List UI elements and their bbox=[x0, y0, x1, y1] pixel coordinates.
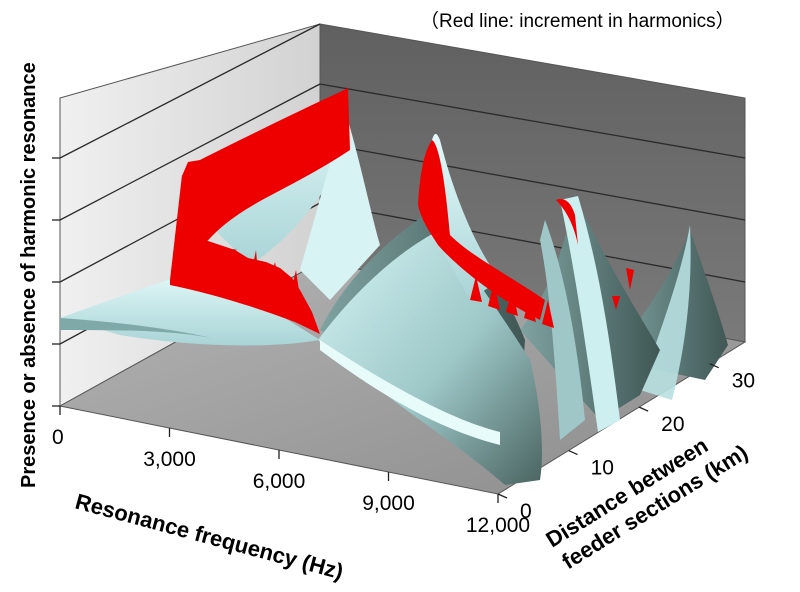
increment-region-1-base bbox=[170, 175, 320, 334]
legend-annotation: （Red line: increment in harmonics） bbox=[420, 10, 735, 32]
x-tick-label: 0 bbox=[52, 426, 64, 449]
gridline-left-3 bbox=[59, 83, 321, 221]
y-tick-mark bbox=[638, 406, 649, 412]
y-axis-ticks: 0 10 20 30 bbox=[497, 363, 755, 523]
increment-regions bbox=[170, 88, 634, 334]
z-axis bbox=[52, 157, 60, 407]
increment-region-1-curtain bbox=[182, 88, 350, 265]
x-tick-label: 3,000 bbox=[143, 448, 196, 471]
gridline-left-4 bbox=[59, 23, 321, 159]
y-tick-label: 0 bbox=[520, 500, 532, 523]
x-tick-label: 6,000 bbox=[253, 470, 306, 493]
surface-left-fold bbox=[60, 318, 220, 340]
y-tick-label: 30 bbox=[732, 370, 755, 393]
gridline-back-3 bbox=[319, 83, 746, 159]
z-axis-title: Presence or absence of harmonic resonanc… bbox=[18, 62, 40, 488]
y-tick-label: 10 bbox=[591, 457, 614, 480]
surface-ridge-3-left bbox=[540, 220, 585, 440]
x-tick-label: 9,000 bbox=[362, 492, 415, 515]
increment-region-2-curtain bbox=[418, 140, 545, 320]
surface-front-edge bbox=[320, 340, 500, 445]
gridline-back-2 bbox=[319, 142, 746, 221]
surface-ridge-3-face bbox=[560, 196, 620, 432]
x-axis-title: Resonance frequency (Hz) bbox=[73, 489, 346, 585]
y-tick-mark bbox=[709, 363, 719, 369]
increment-region-4 bbox=[612, 268, 634, 310]
increment-region-1-spikes bbox=[210, 246, 302, 312]
increment-region-2-teeth bbox=[470, 276, 554, 328]
surface-main-hump bbox=[318, 230, 542, 485]
increment-region-3 bbox=[556, 199, 578, 245]
x-axis-ticks: 0 3,000 6,000 9,000 12,000 bbox=[52, 406, 530, 537]
y-tick-mark bbox=[497, 493, 508, 499]
surface-ridge-1-drop bbox=[300, 110, 380, 300]
y-tick-mark bbox=[568, 449, 578, 456]
x-tick-label: 12,000 bbox=[466, 514, 530, 537]
y-tick-label: 20 bbox=[661, 413, 684, 436]
